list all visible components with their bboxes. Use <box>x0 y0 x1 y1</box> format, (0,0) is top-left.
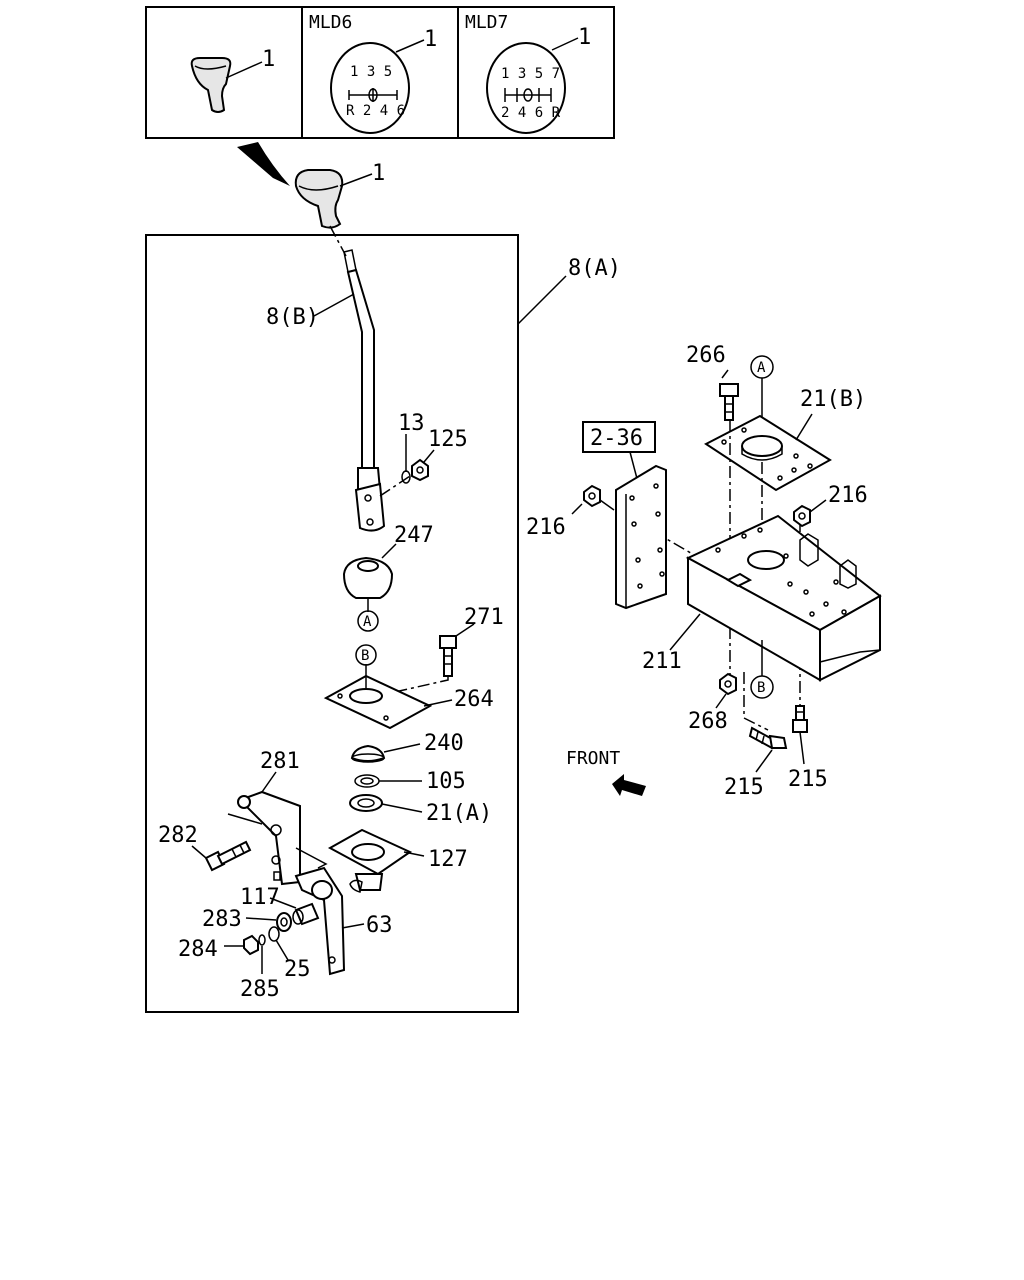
label-105: 105 <box>426 769 466 794</box>
nut-268: 268 B <box>688 640 774 734</box>
bolt-282: 282 <box>158 823 252 872</box>
washer-nut-13-125: 13 125 <box>379 411 468 497</box>
inset-knob-label-2: 1 <box>424 27 437 52</box>
plate-21b: 21(B) <box>704 387 866 492</box>
inset-knob-mld7: MLD7 1 1 3 5 7 2 4 6 R <box>465 12 591 134</box>
bolt-215-right: 215 <box>788 705 828 792</box>
mld6-top-gears: 1 3 5 <box>350 64 392 80</box>
hardware-stack: 117 283 25 285 284 <box>178 885 320 1002</box>
label-283: 283 <box>202 907 242 932</box>
panel-title-mld7: MLD7 <box>465 12 508 33</box>
label-211: 211 <box>642 649 682 674</box>
label-216-right: 216 <box>828 483 868 508</box>
knob-variant-inset: 1 MLD6 1 1 3 5 R 2 4 6 MLD7 1 1 3 5 7 2 … <box>145 6 615 139</box>
label-271: 271 <box>464 605 504 630</box>
shift-box-211: 211 <box>642 514 882 682</box>
bolt-266: 266 A <box>686 343 774 430</box>
bracket-2-36: 2-36 <box>582 421 667 610</box>
label-247: 247 <box>394 523 434 548</box>
label-266: 266 <box>686 343 726 368</box>
label-25: 25 <box>284 957 311 982</box>
inset-knob-label-1: 1 <box>262 47 275 72</box>
lever-63: 63 <box>294 866 393 976</box>
front-arrow-icon <box>612 774 646 796</box>
inset-frame <box>145 6 615 139</box>
inset-knob-label-3: 1 <box>578 25 591 50</box>
bolt-215-left: 215 <box>724 726 788 800</box>
label-285: 285 <box>240 977 280 1002</box>
ref-b-right: B <box>757 680 765 696</box>
ref-a-left: A <box>363 614 372 630</box>
ref-box-2-36 <box>582 421 656 453</box>
centerline-215 <box>743 672 769 731</box>
label-knob: 1 <box>372 161 385 186</box>
label-215-right: 215 <box>788 767 828 792</box>
label-264: 264 <box>454 687 494 712</box>
leader-8a <box>517 275 567 325</box>
inset-knob-standard: 1 <box>190 47 275 113</box>
label-8a: 8(A) <box>568 256 621 281</box>
label-268: 268 <box>688 709 728 734</box>
label-63: 63 <box>366 913 393 938</box>
label-127: 127 <box>428 847 468 872</box>
label-117: 117 <box>240 885 280 910</box>
bracket-127: 127 <box>327 828 468 893</box>
label-240: 240 <box>424 731 464 756</box>
callout-arrow <box>237 142 290 186</box>
ring-105: 105 <box>354 769 466 794</box>
seal-21a: 21(A) <box>349 794 492 826</box>
label-2-36: 2-36 <box>590 426 643 451</box>
ref-b-left: B <box>361 648 369 664</box>
label-21a: 21(A) <box>426 801 492 826</box>
bushing-240: 240 <box>350 731 464 763</box>
shift-knob: 1 <box>294 161 385 257</box>
front-indicator: FRONT <box>566 748 646 796</box>
shift-lever: 8(B) <box>266 249 386 532</box>
label-284: 284 <box>178 937 218 962</box>
lever-281: 281 <box>227 749 328 886</box>
label-13: 13 <box>398 411 425 436</box>
lever-assembly-frame <box>145 234 519 1013</box>
mld7-top-gears: 1 3 5 7 <box>501 66 560 82</box>
boot-247: 247 A <box>342 523 434 632</box>
panel-title-mld6: MLD6 <box>309 12 352 33</box>
plate-264: B 264 <box>323 644 494 730</box>
label-front: FRONT <box>566 748 620 769</box>
ref-a-right: A <box>757 360 766 376</box>
label-21b: 21(B) <box>800 387 866 412</box>
label-282: 282 <box>158 823 198 848</box>
label-125: 125 <box>428 427 468 452</box>
label-216-left: 216 <box>526 515 566 540</box>
label-281: 281 <box>260 749 300 774</box>
label-215-left: 215 <box>724 775 764 800</box>
mld7-bottom-gears: 2 4 6 R <box>501 105 561 121</box>
nut-216-left: 216 <box>526 484 615 540</box>
inset-knob-mld6: MLD6 1 1 3 5 R 2 4 6 <box>309 12 437 134</box>
label-8b: 8(B) <box>266 305 319 330</box>
bolt-271: 271 <box>385 605 504 695</box>
nut-216-right: 216 <box>793 483 868 528</box>
mld6-bottom-gears: R 2 4 6 <box>346 103 405 119</box>
